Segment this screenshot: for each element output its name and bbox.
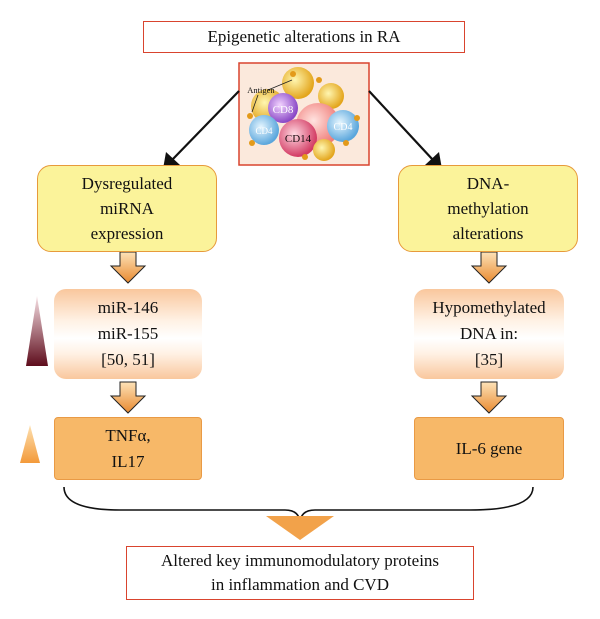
cd8-label: CD8	[273, 104, 294, 116]
mirna-line-2: miRNA	[100, 199, 154, 218]
cd4-left-label: CD4	[255, 126, 273, 136]
dna-line-3: alterations	[452, 224, 524, 243]
il17-text: IL17	[111, 451, 145, 471]
tnf-text: TNFα,	[105, 425, 151, 445]
down-arrow-right-1	[470, 251, 508, 284]
title-box: Epigenetic alterations in RA	[143, 21, 465, 53]
cell-cd4-left	[249, 115, 279, 145]
arrow-left-line	[171, 90, 240, 161]
down-arrow-left-2	[109, 381, 147, 414]
tnf-box: TNFα, IL17	[54, 417, 202, 480]
mir-reference-text: [50, 51]	[101, 350, 155, 369]
down-arrow-right-2	[470, 381, 508, 414]
block-arrows	[109, 251, 508, 414]
arrow-right-head	[425, 152, 442, 169]
hypo-reference-text: [35]	[474, 350, 504, 369]
mir-list-box: miR-146 miR-155 [50, 51]	[54, 289, 202, 379]
branch-arrows	[163, 90, 442, 169]
mirna-line-3: expression	[90, 224, 164, 243]
merge-arrow-triangle	[266, 516, 334, 540]
mirna-line-1: Dysregulated	[81, 174, 173, 193]
dna-methylation-box: DNA- methylation alterations	[398, 165, 578, 252]
mir155-text: miR-155	[97, 324, 159, 343]
il6-text: IL-6 gene	[455, 438, 523, 458]
increase-triangle-dark	[26, 296, 48, 366]
cell-cd8	[268, 93, 298, 123]
dna-line-1: DNA-	[466, 174, 510, 193]
title-text: Epigenetic alterations in RA	[207, 27, 401, 46]
dna-line-2: methylation	[447, 199, 529, 218]
arrow-right-line	[368, 90, 434, 161]
cell-yellow-bottom	[313, 139, 335, 161]
cell-cd14	[279, 119, 317, 157]
hypomethylated-box: Hypomethylated DNA in: [35]	[414, 289, 564, 379]
antigen-label: Antigen	[247, 85, 275, 95]
conclusion-line-2: in inflammation and CVD	[210, 575, 389, 594]
increase-triangle-orange	[20, 425, 40, 463]
down-arrow-left-1	[109, 251, 147, 284]
mir146-text: miR-146	[97, 298, 159, 317]
cd14-label: CD14	[285, 133, 312, 145]
il6-box: IL-6 gene	[414, 417, 564, 480]
cell-yellow-top	[282, 67, 314, 99]
cd4-right-label: CD4	[334, 122, 353, 133]
dna-in-text: DNA in:	[459, 324, 519, 343]
cell-cd4-right	[327, 110, 359, 142]
cell-yellow-right	[318, 83, 344, 109]
conclusion-box: Altered key immunomodulatory proteins in…	[126, 546, 474, 600]
immune-cells-image: Antigen CD8 CD4 CD14 CD4	[238, 62, 370, 166]
conclusion-line-1: Altered key immunomodulatory proteins	[160, 551, 440, 570]
hypomethylated-text: Hypomethylated	[432, 298, 546, 317]
arrow-left-head	[163, 152, 180, 169]
mirna-box: Dysregulated miRNA expression	[37, 165, 217, 252]
